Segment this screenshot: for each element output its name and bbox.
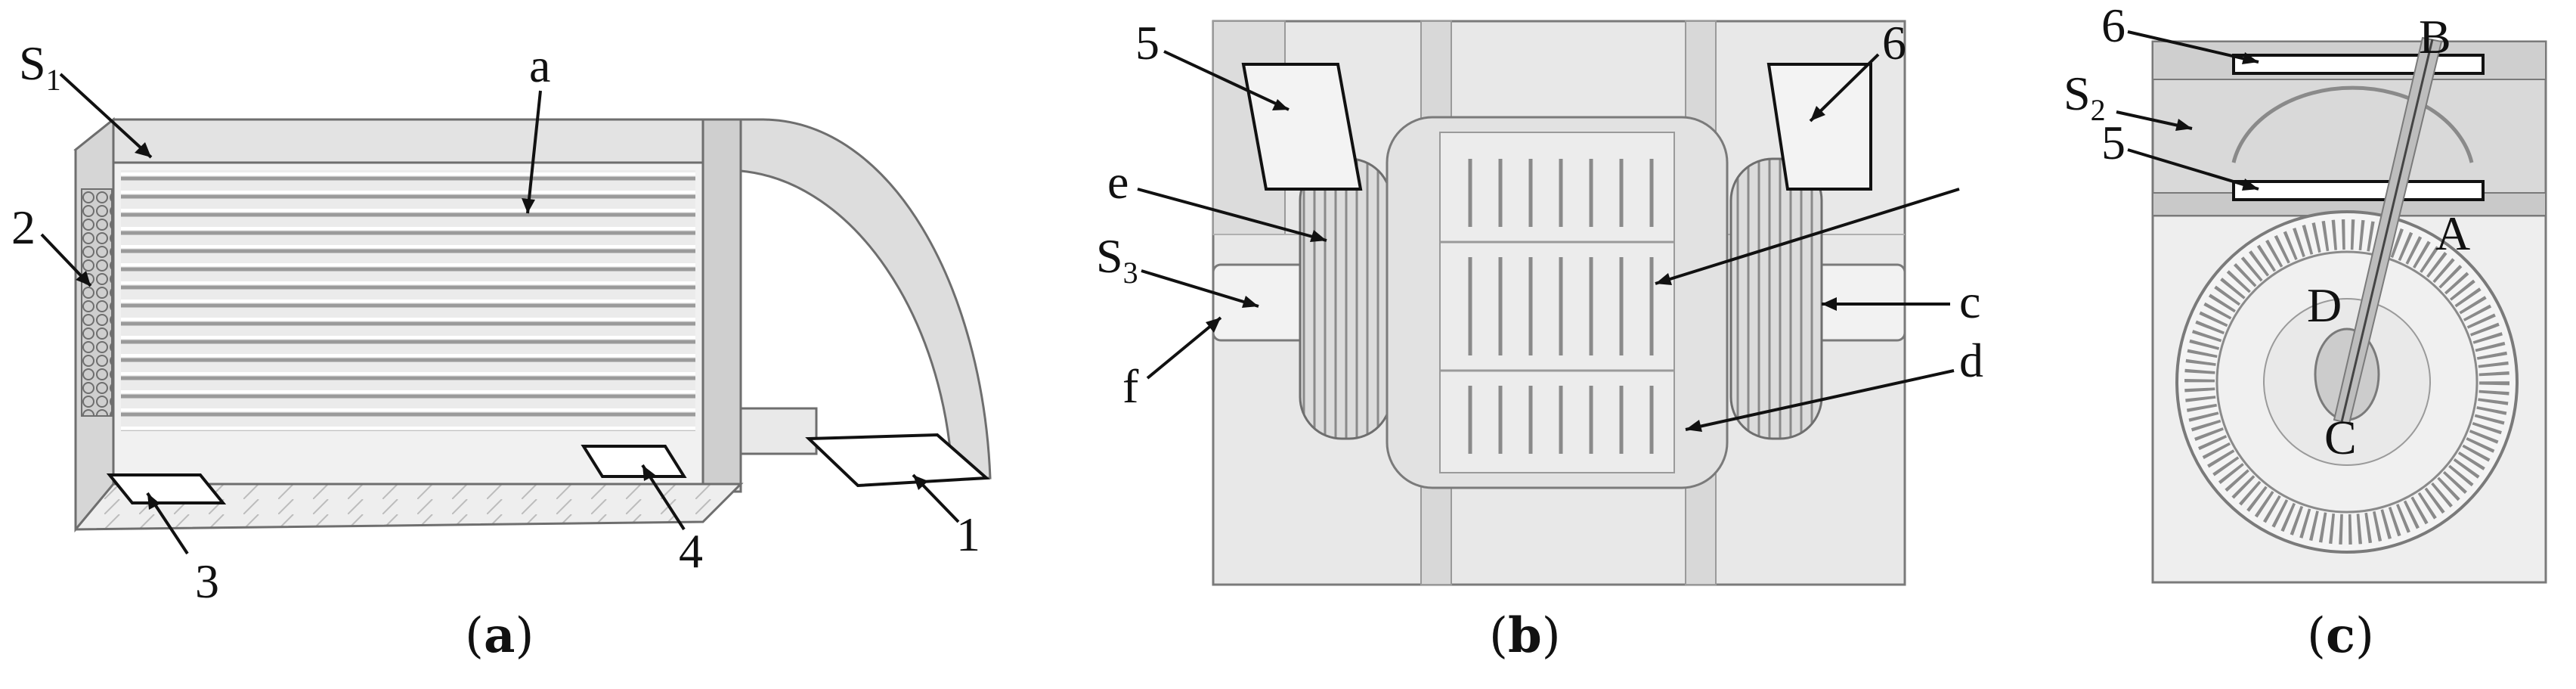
panel-a: S1 a 2 3 4 1 (a)	[11, 36, 992, 664]
label-6c: 6	[2101, 0, 2126, 52]
arrow-s1	[59, 73, 153, 159]
drum-ribs	[1468, 159, 1654, 454]
label-2: 2	[11, 200, 36, 254]
label-e: e	[1107, 155, 1129, 209]
slot-5	[2232, 180, 2485, 201]
inlet-1	[805, 433, 990, 488]
caption-c: (c)	[2307, 607, 2374, 664]
slot-6	[2232, 54, 2485, 75]
label-s1: S1	[19, 36, 61, 97]
window-6	[1766, 63, 1872, 191]
label-c: c	[1959, 275, 1980, 328]
label-f: f	[1122, 359, 1139, 413]
caption-b: (b)	[1489, 607, 1561, 664]
label-6: 6	[1882, 16, 1906, 70]
panel-b: 5 6 e S3 f c d (b)	[1096, 16, 1983, 664]
label-A: A	[2435, 206, 2470, 260]
label-3: 3	[195, 554, 219, 608]
panel-c: 6 B S2 5 A D C (c)	[2064, 0, 2547, 664]
fan-right	[1729, 157, 1823, 440]
window-5	[1241, 63, 1363, 191]
label-5: 5	[1135, 16, 1160, 70]
tube-bundle	[121, 170, 695, 431]
drum-inner	[1439, 132, 1675, 473]
caption-a: (a)	[465, 607, 534, 664]
label-1: 1	[956, 507, 980, 561]
label-4: 4	[679, 524, 703, 578]
label-C: C	[2324, 411, 2357, 464]
arrow-a	[526, 90, 542, 214]
vent-3	[106, 473, 227, 504]
vent-4	[581, 445, 687, 478]
label-D: D	[2307, 278, 2342, 332]
label-5c: 5	[2101, 116, 2126, 169]
label-d: d	[1959, 334, 1983, 387]
tube-ends	[81, 188, 113, 417]
label-s3: S3	[1096, 229, 1138, 290]
label-a: a	[529, 39, 550, 92]
box-right-wall	[701, 118, 742, 486]
label-s2: S2	[2064, 67, 2106, 127]
label-B: B	[2419, 10, 2451, 64]
arrow-drum	[1655, 188, 1960, 285]
fan-blades	[2184, 219, 2509, 545]
fan-left	[1299, 157, 1392, 440]
